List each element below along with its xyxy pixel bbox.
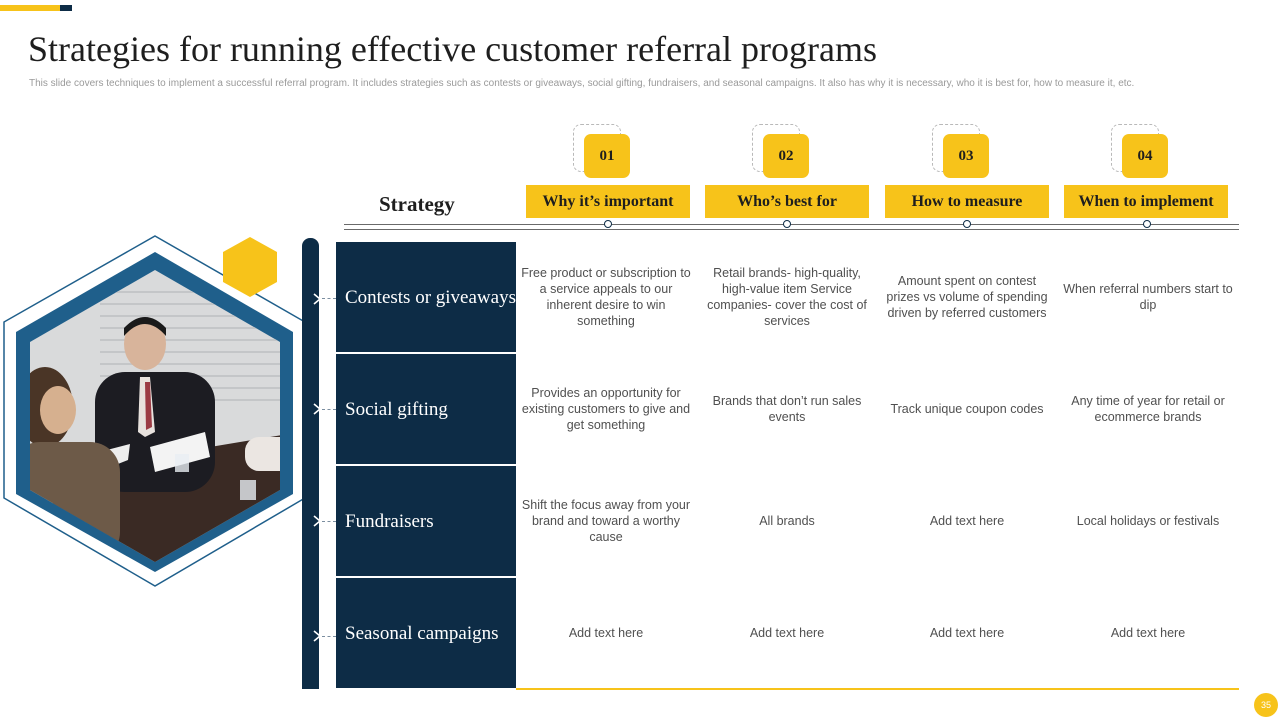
header-divider: [344, 229, 1239, 230]
header-dot: [783, 220, 791, 228]
table-bottom-rule: [516, 688, 1239, 690]
header-divider: [344, 224, 1239, 225]
strategy-row-label: Seasonal campaigns: [336, 578, 516, 688]
column-number-badge: 02: [752, 124, 811, 182]
table-cell: Track unique coupon codes: [890, 402, 1044, 416]
hexagon-accent-icon: [223, 237, 277, 297]
table-cell: When referral numbers start to dip: [1063, 282, 1233, 312]
chevron-right-icon: [313, 403, 322, 415]
strategy-row-label: Fundraisers: [336, 466, 516, 576]
table-cell: Any time of year for retail or ecommerce…: [1071, 394, 1225, 424]
page-title: Strategies for running effective custome…: [28, 29, 877, 69]
row-connector: [322, 298, 336, 299]
row-connector: [322, 636, 336, 637]
table-cell: Shift the focus away from your brand and…: [521, 498, 691, 544]
header-dot: [604, 220, 612, 228]
chevron-right-icon: [313, 515, 322, 527]
hexagon-photo-frame: [3, 235, 306, 587]
column-number-badge: 01: [573, 124, 632, 182]
strategy-row-label: Social gifting: [336, 354, 516, 464]
table-cell: Add text here: [568, 626, 644, 640]
column-header: When to implement: [1064, 185, 1228, 218]
column-number-badge: 03: [932, 124, 991, 182]
table-cell: Add text here: [749, 626, 825, 640]
strategy-row-label: Contests or giveaways: [336, 242, 516, 352]
table-cell: Add text here: [1110, 626, 1186, 640]
chevron-right-icon: [313, 293, 322, 305]
page-number: 35: [1254, 693, 1278, 717]
table-cell: Add text here: [929, 514, 1005, 528]
meeting-photo: [30, 270, 280, 562]
row-connector: [322, 521, 336, 522]
table-cell: Retail brands- high-quality, high-value …: [707, 266, 867, 328]
row-connector: [322, 409, 336, 410]
table-cell: Brands that don’t run sales events: [712, 394, 862, 424]
chevron-right-icon: [313, 630, 322, 642]
table-cell: All brands: [759, 514, 815, 528]
table-cell: Free product or subscription to a servic…: [521, 266, 691, 328]
header-dot: [963, 220, 971, 228]
column-number-badge: 04: [1111, 124, 1170, 182]
page-subtitle: This slide covers techniques to implemen…: [29, 78, 1135, 89]
timeline-bar: [302, 238, 319, 689]
strategy-column-header: Strategy: [379, 192, 455, 216]
accent-bar: [0, 5, 60, 11]
table-cell: Amount spent on contest prizes vs volume…: [886, 274, 1048, 320]
table-cell: Provides an opportunity for existing cus…: [521, 386, 691, 432]
column-header: Who’s best for: [705, 185, 869, 218]
column-header: How to measure: [885, 185, 1049, 218]
header-dot: [1143, 220, 1151, 228]
table-cell: Add text here: [929, 626, 1005, 640]
accent-bar-dark: [60, 5, 72, 11]
table-cell: Local holidays or festivals: [1076, 514, 1220, 528]
column-header: Why it’s important: [526, 185, 690, 218]
